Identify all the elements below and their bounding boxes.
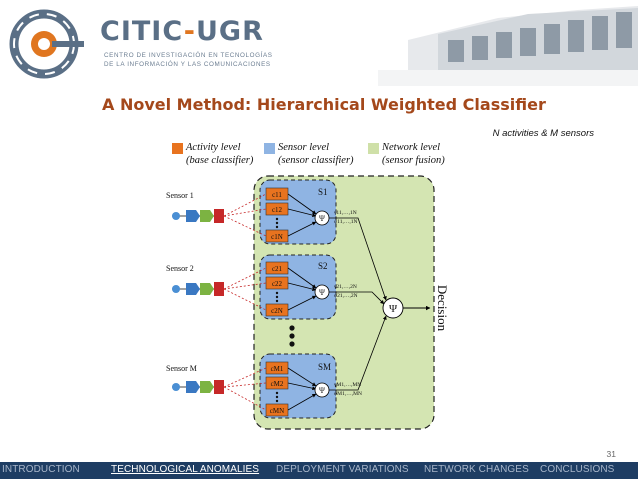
activity-level-label: Activity level(base classifier) <box>186 142 254 166</box>
sensor-level-swatch <box>264 143 275 154</box>
classifier-c12-label: c12 <box>272 206 283 214</box>
activities-sensors-note: N activities & M sensors <box>492 128 594 139</box>
sensor-m-pipeline <box>172 380 224 394</box>
classifier-c1n-label: c1N <box>271 233 283 241</box>
sensor-1-psi-symbol: Ψ <box>319 214 325 223</box>
nav-conclusions[interactable]: CONCLUSIONS <box>540 464 615 475</box>
sensor-m-psi-symbol: Ψ <box>319 386 325 395</box>
hierarchical-classifier-diagram: Sensor 1 Sensor 2 Sensor M <box>166 175 450 430</box>
sensor-1-label: Sensor 1 <box>166 191 194 200</box>
sensor-m-label: Sensor M <box>166 364 197 373</box>
network-level-swatch <box>368 143 379 154</box>
activity-level-swatch <box>172 143 183 154</box>
sensor-2-psi-symbol: Ψ <box>319 288 325 297</box>
sensor-level-label: Sensor level(sensor classifier) <box>278 142 354 166</box>
classifier-c22-label: c22 <box>272 280 283 288</box>
sensor-1-group-label: S1 <box>318 187 328 197</box>
sensor-2-group-label: S2 <box>318 261 328 271</box>
slide-title: A Novel Method: Hierarchical Weighted Cl… <box>102 95 546 114</box>
classifier-c21-label: c21 <box>272 265 283 273</box>
classifier-to-sensor-arrows <box>287 193 317 411</box>
classifier-ellipsis-dots <box>275 217 279 403</box>
sensor-fusion-nodes <box>314 210 330 398</box>
sensor-fanout-lines <box>223 193 267 411</box>
network-level-label: Network level(sensor fusion) <box>382 142 445 166</box>
sensor-2-label: Sensor 2 <box>166 264 194 273</box>
classifier-cm2-label: cM2 <box>271 380 284 388</box>
header: CITIC-UGR CENTRO DE INVESTIGACIÓN EN TEC… <box>0 0 638 86</box>
citic-ugr-logo-icon <box>9 9 84 79</box>
sensor-2-pipeline <box>172 282 224 296</box>
sensor-to-network-arrows <box>329 217 387 391</box>
classifier-cm1-label: cM1 <box>271 365 284 373</box>
sensor-2-phis: φ21,…,2N <box>334 293 358 299</box>
nav-technological-anomalies[interactable]: TECHNOLOGICAL ANOMALIES <box>111 464 260 475</box>
sensor-1-phis: φ11,…,1N <box>334 219 357 225</box>
sensor-m-weights: γM1,…,MN <box>333 382 361 388</box>
sensor-1-weights: γ11,…,1N <box>333 210 357 216</box>
nav-introduction[interactable]: INTRODUCTION <box>2 464 80 475</box>
classifier-boxes <box>265 187 289 417</box>
sensor-group-ellipsis-dots <box>289 325 295 347</box>
sensor-m-phis: φM1,…,MN <box>334 391 362 397</box>
nav-network-changes[interactable]: NETWORK CHANGES <box>424 464 529 475</box>
classifier-c11-label: c11 <box>272 191 282 199</box>
network-psi-symbol: Ψ <box>389 303 398 315</box>
page-number: 31 <box>606 449 616 459</box>
footer-nav: INTRODUCTION TECHNOLOGICAL ANOMALIES DEP… <box>0 462 638 479</box>
nav-deployment-variations[interactable]: DEPLOYMENT VARIATIONS <box>276 464 409 475</box>
classifier-c2n-label: c2N <box>271 307 283 315</box>
building-photo <box>378 0 638 86</box>
brand-subtitle: CENTRO DE INVESTIGACIÓN EN TECNOLOGÍAS D… <box>104 52 273 68</box>
sensor-m-group-label: SM <box>318 362 331 372</box>
brand-name: CITIC-UGR <box>100 16 264 47</box>
sensor-2-weights: γ21,…,2N <box>333 284 357 290</box>
sensor-1-pipeline <box>172 209 224 223</box>
decision-label: Decision <box>435 285 450 332</box>
classifier-cmn-label: cMN <box>270 407 284 415</box>
